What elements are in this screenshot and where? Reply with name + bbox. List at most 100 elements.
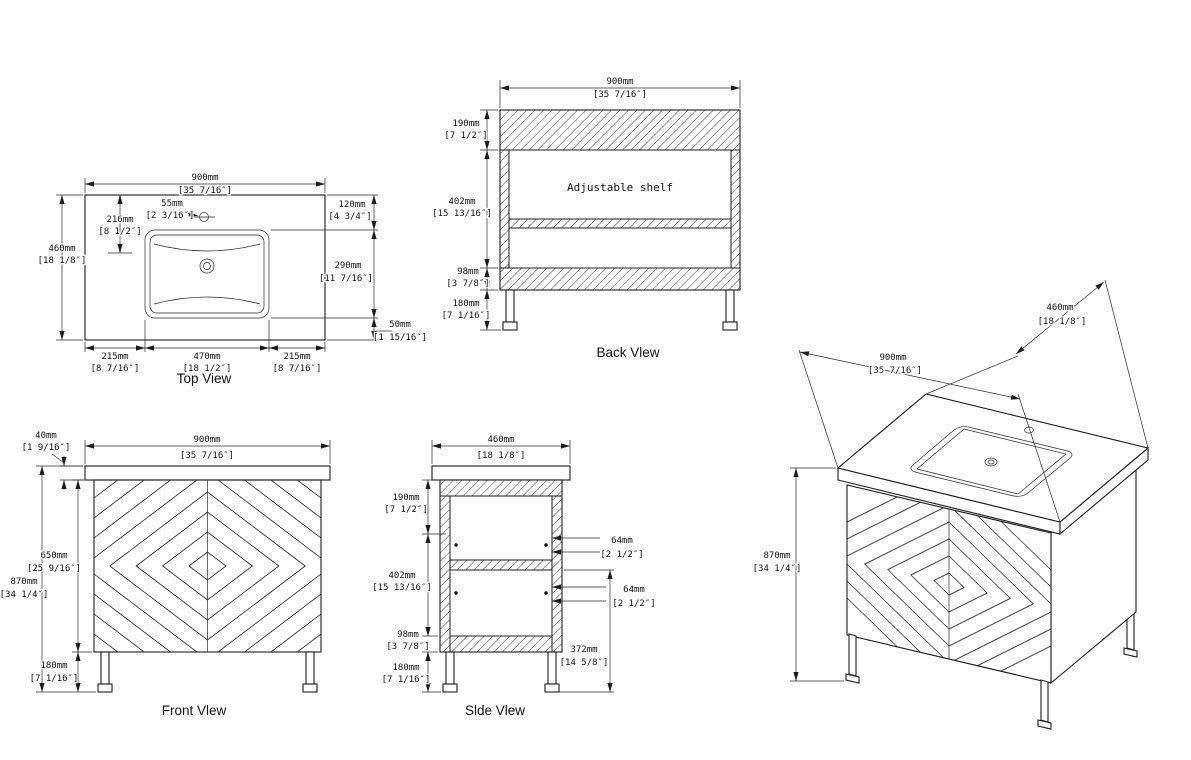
top-basin-len-in: [11 7/16″] <box>319 274 373 284</box>
front-view-right-leg <box>305 651 315 685</box>
front-cab-h-in: [25 9/16″] <box>27 564 81 574</box>
iso-drain-outer <box>984 457 998 467</box>
front-legs-in: [7 1/16″] <box>30 674 79 684</box>
top-depth-mm: 460mm <box>48 244 75 254</box>
side-pin-gap2-in: [2 1/2″] <box>612 599 655 609</box>
top-view-drain-inner <box>203 262 211 270</box>
side-depth-mm: 460mm <box>487 435 514 445</box>
top-view-sink-slope-back <box>153 243 261 252</box>
iso-front-left-leg <box>848 633 857 677</box>
side-view-right-foot <box>544 683 560 693</box>
back-view-shelf <box>508 218 732 229</box>
back-view-outline <box>499 109 741 291</box>
side-view-left-leg <box>445 651 455 685</box>
iso-front-right-leg <box>1040 679 1049 723</box>
side-view-shelf <box>449 559 553 571</box>
top-view-drain-outer <box>199 258 215 274</box>
side-mid-sec-in: [15 13/16″] <box>372 583 432 593</box>
top-view-sink-inner <box>149 234 265 314</box>
side-view-top-rail <box>439 479 563 497</box>
back-mid-sec-mm: 402mm <box>448 197 475 207</box>
top-faucet-in: [2 3/16″] <box>146 211 195 221</box>
side-view-left-foot <box>442 683 458 693</box>
side-view-label: Slde Vlew <box>465 703 525 718</box>
side-top-sec-in: [7 1/2″] <box>384 505 427 515</box>
front-view-dimension-lines <box>36 440 331 693</box>
front-view-label: Front Vlew <box>162 703 227 718</box>
back-view-bottom-panel <box>499 267 741 291</box>
top-view: 900mm [35 7/16″] 460mm [18 1/8″] 55mm [2… <box>36 172 428 386</box>
top-faucet-offset-in: [4 3/4″] <box>328 212 371 222</box>
back-view-left-leg <box>505 289 515 323</box>
adjustable-shelf-note: Adjustable shelf <box>567 181 673 194</box>
front-counter-th-in: [1 9/16″] <box>22 443 71 453</box>
top-side-l-in: [8 7/16″] <box>91 364 140 374</box>
top-basin-front-in: [1 15/16″] <box>373 333 427 343</box>
top-center-in: [18 1/2″] <box>183 364 232 374</box>
side-pin-gap2-mm: 64mm <box>623 585 645 595</box>
top-side-l-mm: 215mm <box>101 352 128 362</box>
top-basin-back-in: [8 1/2″] <box>98 227 141 237</box>
back-view-right-foot <box>722 321 738 331</box>
back-legs-mm: 180mm <box>452 299 479 309</box>
iso-front-left-foot <box>845 673 860 684</box>
top-view-counter-outline <box>84 194 326 341</box>
side-view: 460mm [18 1/8″] 190mm [7 1/2″] 402mm [15… <box>371 434 657 718</box>
side-view-right-leg <box>547 651 557 685</box>
shelf-pin <box>454 543 458 547</box>
iso-dimension-lines <box>790 279 1149 682</box>
back-view-label: Back Vlew <box>596 345 659 360</box>
back-view-right-leg <box>725 289 735 323</box>
back-view-left-foot <box>502 321 518 331</box>
side-shelf-h-mm: 372mm <box>570 645 597 655</box>
top-center-mm: 470mm <box>193 352 220 362</box>
back-mid-sec-in: [15 13/16″] <box>432 209 492 219</box>
top-basin-back-mm: 216mm <box>106 215 133 225</box>
side-view-front-panel <box>551 495 563 653</box>
front-view-diamond-pattern <box>94 480 321 652</box>
top-view-sink-slope-front <box>153 296 261 305</box>
shelf-pin <box>544 591 548 595</box>
side-shelf-h-in: [14 5/8″] <box>560 658 609 668</box>
side-view-countertop <box>431 465 571 481</box>
top-side-r-mm: 215mm <box>283 352 310 362</box>
iso-depth-mm: 460mm <box>1046 303 1073 313</box>
side-bot-sec-mm: 98mm <box>397 630 419 640</box>
front-view-countertop <box>84 465 331 481</box>
iso-back-right-foot <box>1123 647 1138 658</box>
back-legs-in: [7 1/16″] <box>442 311 491 321</box>
isometric-view: 900mm [35 7/16″] 460mm [18 1/8″] 870mm [… <box>751 279 1150 730</box>
back-top-sec-mm: 190mm <box>452 119 479 129</box>
top-view-sink-outer <box>144 229 270 319</box>
front-total-h-in: [34 1/4″] <box>0 590 48 600</box>
back-width-in: [35 7/16″] <box>593 90 647 100</box>
iso-total-h-in: [34 1/4″] <box>753 564 802 574</box>
top-width-in: [35 7/16″] <box>178 186 232 196</box>
iso-total-h-mm: 870mm <box>763 551 790 561</box>
iso-drain-inner <box>987 459 995 465</box>
side-view-bottom-panel <box>449 635 553 653</box>
top-basin-len-mm: 290mm <box>334 261 361 271</box>
front-total-h-mm: 870mm <box>10 577 37 587</box>
top-basin-front-mm: 50mm <box>389 320 411 330</box>
top-width-mm: 900mm <box>191 173 218 183</box>
side-mid-sec-mm: 402mm <box>388 571 415 581</box>
iso-basin-rim-outer <box>910 426 1073 497</box>
shelf-pin <box>454 591 458 595</box>
side-bot-sec-in: [3 7/8″] <box>386 642 429 652</box>
front-width-mm: 900mm <box>193 435 220 445</box>
front-cab-h-mm: 650mm <box>40 551 67 561</box>
side-legs-mm: 180mm <box>392 663 419 673</box>
front-view-left-leg <box>100 651 110 685</box>
top-depth-in: [18 1/8″] <box>38 256 87 266</box>
iso-depth-in: [18 1/8″] <box>1038 317 1087 327</box>
side-view-cabinet <box>439 479 563 653</box>
front-legs-mm: 180mm <box>40 661 67 671</box>
back-bot-sec-mm: 98mm <box>457 267 479 277</box>
top-faucet-mm: 55mm <box>161 199 183 209</box>
top-side-r-in: [8 7/16″] <box>273 364 322 374</box>
front-width-in: [35 7/16″] <box>180 451 234 461</box>
iso-front-right-foot <box>1037 719 1052 730</box>
back-view-top-rail <box>499 109 741 151</box>
